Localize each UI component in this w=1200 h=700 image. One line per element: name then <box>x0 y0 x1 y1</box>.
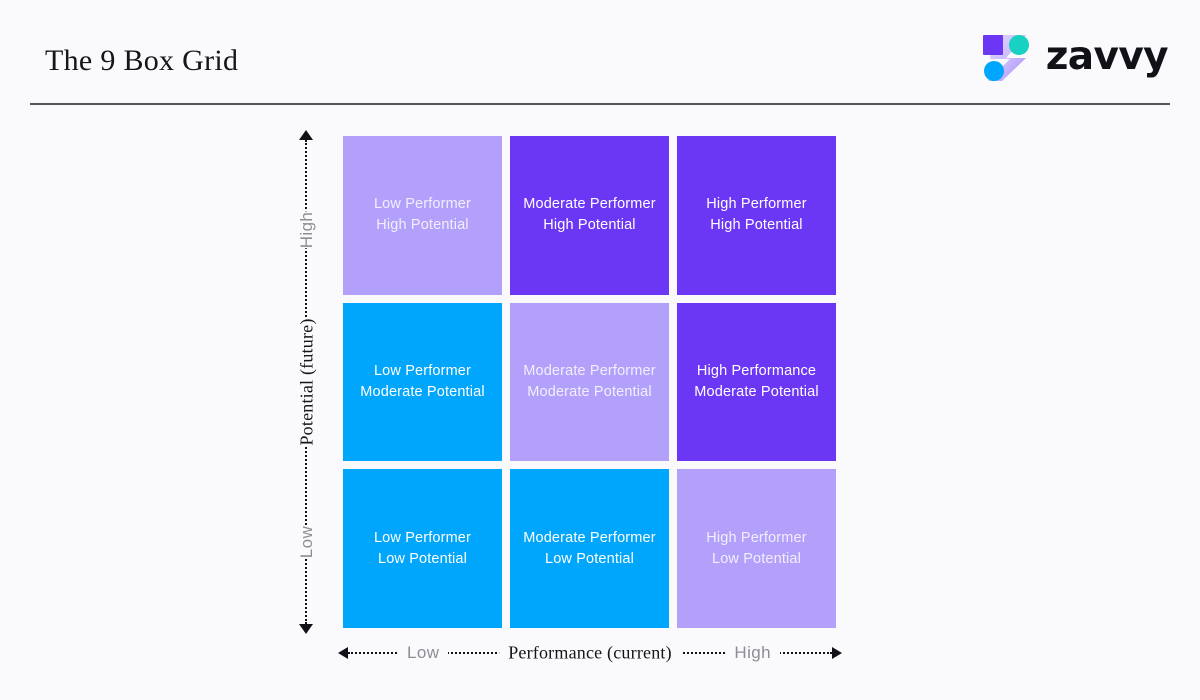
page-header: The 9 Box Grid zavvy <box>0 0 1200 106</box>
zavvy-wordmark: zavvy <box>1045 34 1169 79</box>
grid-cell-label: High Performer High Potential <box>706 196 807 234</box>
zavvy-logo-mark-icon <box>980 31 1034 85</box>
grid-cell[interactable]: Low Performer High Potential <box>343 136 502 295</box>
grid-cell[interactable]: High Performer High Potential <box>677 136 836 295</box>
grid-cell-label: Low Performer High Potential <box>373 196 472 234</box>
grid-cell[interactable]: Low Performer Moderate Potential <box>343 302 502 462</box>
x-axis-arrow-left-icon <box>338 647 348 659</box>
grid-cell-label: High Performer Low Potential <box>706 529 807 567</box>
grid-cell-label: Moderate Performer Low Potential <box>523 529 656 567</box>
grid-cell-label: High Performance Moderate Potential <box>694 362 819 400</box>
zavvy-logo[interactable]: zavvy <box>980 28 1169 88</box>
grid-cell-label: Moderate Performer Moderate Potential <box>523 362 656 400</box>
grid-cell[interactable]: High Performance Moderate Potential <box>677 302 836 462</box>
y-axis-arrow-up-icon <box>299 130 313 140</box>
x-axis: Low Performance (current) High <box>338 640 842 666</box>
x-axis-title: Performance (current) <box>499 642 681 664</box>
grid-cell[interactable]: Moderate Performer Low Potential <box>510 469 669 628</box>
grid-cell[interactable]: Low Performer Low Potential <box>343 469 502 628</box>
x-axis-low-label: Low <box>398 643 449 663</box>
grid-cell[interactable]: High Performer Low Potential <box>677 469 836 628</box>
header-divider <box>30 103 1170 105</box>
grid-cell[interactable]: Moderate Performer Moderate Potential <box>510 302 669 462</box>
y-axis-title: Potential (future) <box>291 318 323 446</box>
grid-cell[interactable]: Moderate Performer High Potential <box>510 136 669 295</box>
nine-box-grid: Low Performer High Potential Moderate Pe… <box>343 136 836 628</box>
x-axis-arrow-right-icon <box>832 647 842 659</box>
grid-cell-label: Low Performer Moderate Potential <box>360 362 485 400</box>
grid-cell-label: Low Performer Low Potential <box>373 529 472 567</box>
y-axis-high-label: High <box>292 211 322 249</box>
y-axis-low-label: Low <box>292 525 322 559</box>
x-axis-high-label: High <box>725 643 780 663</box>
page-title: The 9 Box Grid <box>45 44 239 77</box>
y-axis: High Potential (future) Low <box>290 130 324 634</box>
grid-cell-label: Moderate Performer High Potential <box>523 196 656 234</box>
y-axis-arrow-down-icon <box>299 624 313 634</box>
